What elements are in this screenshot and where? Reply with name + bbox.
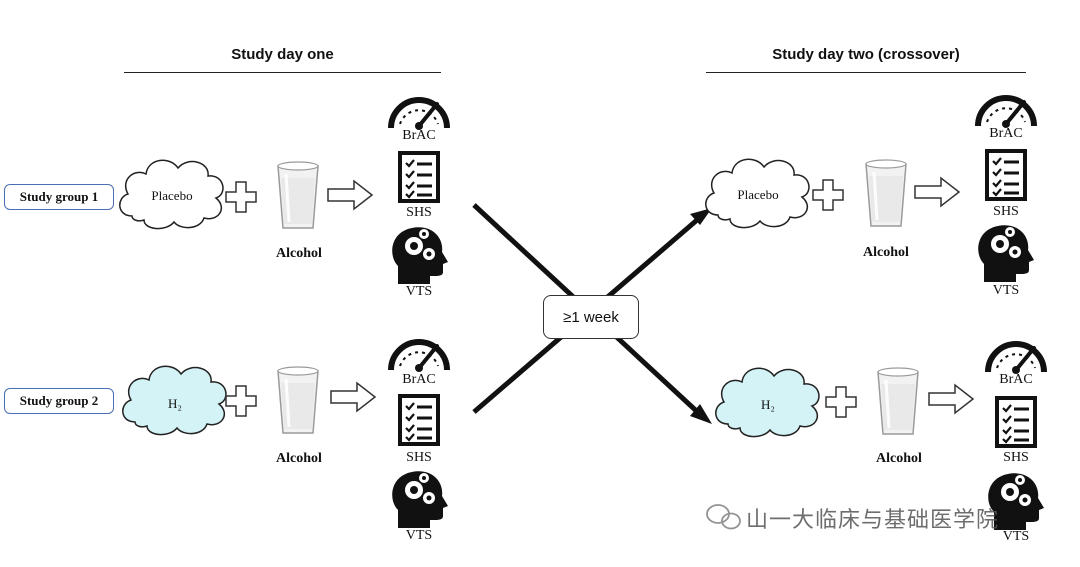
glass-icon [276,160,320,230]
brac-label: BrAC [402,128,436,143]
day-two-rule [706,72,1026,73]
checklist-icon [995,396,1037,448]
interval-box: ≥1 week [543,295,639,339]
arrow-right-icon [914,177,960,207]
plus-icon [225,181,257,213]
speedometer-icon [988,344,1044,374]
glass-icon [876,366,920,436]
study-group-2-box: Study group 2 [4,388,114,414]
speedometer-icon [978,98,1034,128]
checklist-icon [398,394,440,446]
day-one-title: Study day one [231,46,334,63]
plus-icon [225,385,257,417]
head-gears-icon [978,225,1034,282]
brac-label: BrAC [989,126,1023,141]
vts-label: VTS [992,283,1020,298]
shs-label: SHS [1003,450,1029,465]
head-gears-icon [392,471,448,528]
vts-label: VTS [405,284,433,299]
vts-label: VTS [1002,529,1030,544]
h2-label: H₂ [761,397,775,412]
arrowhead-icon [690,208,712,225]
h2-label: H₂ [168,396,182,411]
speedometer-icon [391,100,447,130]
checklist-icon [985,149,1027,201]
checklist-icon [398,151,440,203]
shs-label: SHS [993,204,1019,219]
day-two-title: Study day two (crossover) [772,46,960,63]
plus-icon [825,386,857,418]
vts-label: VTS [405,528,433,543]
alcohol-label: Alcohol [276,451,322,466]
placebo-label: Placebo [737,187,779,202]
alcohol-label: Alcohol [876,451,922,466]
alcohol-label: Alcohol [863,245,909,260]
speedometer-icon [391,342,447,372]
arrowhead-icon [690,404,712,424]
shs-label: SHS [406,450,432,465]
day-one-rule [124,72,441,73]
plus-icon [812,179,844,211]
watermark-text: 山一大临床与基础医学院 [746,508,1000,533]
brac-label: BrAC [999,372,1033,387]
alcohol-label: Alcohol [276,246,322,261]
shs-label: SHS [406,205,432,220]
study-group-1-box: Study group 1 [4,184,114,210]
glass-icon [276,365,320,435]
arrow-right-icon [327,180,373,210]
arrow-right-icon [928,384,974,414]
arrow-right-icon [330,382,376,412]
head-gears-icon [392,227,448,284]
brac-label: BrAC [402,372,436,387]
glass-icon [864,158,908,228]
placebo-label: Placebo [151,188,193,203]
wechat-icon [706,504,741,530]
